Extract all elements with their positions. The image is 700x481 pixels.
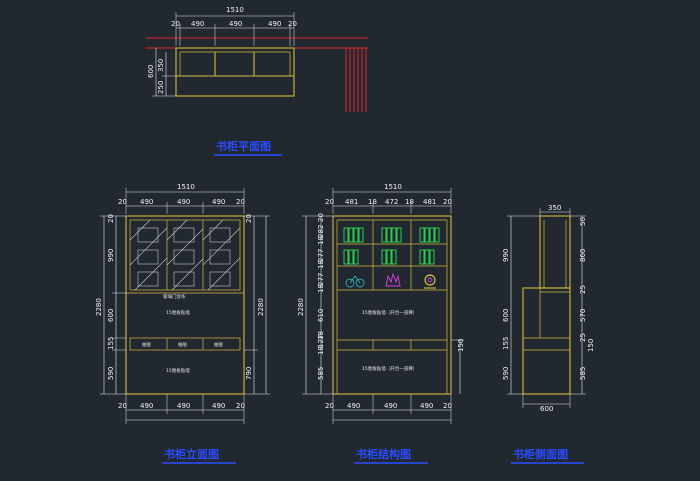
title-top-plan: 书柜平面图 (216, 139, 271, 153)
dim-text: 282 (317, 225, 325, 238)
dim-text: 155 (107, 337, 115, 350)
dim-text: 2280 (297, 298, 305, 316)
dim-text: 20 (236, 402, 245, 410)
dim-text: 790 (245, 367, 253, 380)
glass-hatch (129, 219, 241, 291)
dim-text: 20 (443, 402, 452, 410)
dim-text: 585 (579, 367, 587, 380)
dim-text: 490 (140, 402, 153, 410)
note-text: 15厘板贴墙（开合一道撑） (362, 309, 417, 316)
cabinet-structure-outline (332, 215, 452, 395)
dim-text: 20 (245, 214, 253, 223)
dim-text: 1510 (384, 183, 402, 191)
dim-text: 18 (317, 260, 325, 269)
plant-icon (424, 274, 436, 289)
dim-text: 20 (325, 198, 334, 206)
books-icon (137, 227, 231, 287)
dim-text: 20 (288, 20, 297, 28)
cabinet-plan-outline (175, 47, 295, 97)
structure-view: 15厘板贴墙（开合一道撑） 15厘板贴墙（开合一道撑） 1510 20 481 … (297, 183, 465, 464)
dim-text: 18 (368, 198, 377, 206)
dim-text: 20 (443, 198, 452, 206)
side-view: 350 600 990 600 155 590 50 860 25 570 25… (502, 204, 595, 464)
dim-text: 860 (579, 249, 587, 262)
title-side: 书柜侧面图 (513, 447, 568, 461)
note-text: 抽屉 (142, 341, 151, 348)
dim-text: 490 (191, 20, 204, 28)
dim-text: 350 (548, 204, 561, 212)
dim-text: 990 (107, 249, 115, 262)
dim-text: 150 (457, 339, 465, 352)
dim-text: 25 (579, 333, 587, 342)
title-structure: 书柜结构图 (356, 447, 411, 461)
dim-text: 1510 (177, 183, 195, 191)
dim-text: 600 (107, 309, 115, 322)
note-text: 抽屉 (214, 341, 223, 348)
dim-text: 472 (385, 198, 398, 206)
dim-text: 585 (317, 367, 325, 380)
dim-text: 250 (157, 81, 165, 94)
dim-text: 20 (118, 402, 127, 410)
dim-text: 50 (579, 217, 587, 226)
dim-text: 2280 (95, 298, 103, 316)
dim-text: 990 (502, 249, 510, 262)
dim-text: 18 (317, 236, 325, 245)
drawer-row (129, 337, 241, 351)
dim-text: 490 (212, 402, 225, 410)
dim-text: 490 (384, 402, 397, 410)
dim-text: 25 (579, 285, 587, 294)
top-plan-view: 1510 20 490 490 490 20 600 350 250 书柜平面图 (146, 6, 368, 156)
dim-text: 20 (171, 20, 180, 28)
dim-text: 18 (317, 284, 325, 293)
dim-text: 590 (107, 367, 115, 380)
dim-text: 600 (540, 405, 553, 413)
dim-text: 20 (107, 214, 115, 223)
books-icon (343, 227, 440, 265)
dim-text: 20 (325, 402, 334, 410)
dim-text: 490 (420, 402, 433, 410)
dim-text: 150 (587, 339, 595, 352)
dim-text: 350 (157, 59, 165, 72)
dim-text: 18 (317, 346, 325, 355)
bicycle-icon (345, 275, 365, 288)
dim-text: 1510 (226, 6, 244, 14)
note-text: 抽屉 (178, 341, 187, 348)
dim-text: 600 (502, 309, 510, 322)
dim-text: 2280 (257, 298, 265, 316)
dim-text: 600 (147, 65, 155, 78)
dim-text: 490 (229, 20, 242, 28)
note-text: 玻璃门含条 (163, 293, 186, 300)
dim-text: 490 (177, 198, 190, 206)
dim-text: 155 (502, 337, 510, 350)
note-text: 15厘板贴墙 (166, 309, 190, 316)
side-lower-body (522, 287, 571, 395)
dim-text: 20 (317, 213, 325, 222)
dim-text: 570 (579, 309, 587, 322)
dim-text: 610 (317, 309, 325, 322)
vase-icon (385, 272, 401, 287)
dim-text: 590 (502, 367, 510, 380)
dim-text: 481 (345, 198, 358, 206)
dim-text: 18 (317, 331, 325, 340)
dim-text: 490 (347, 402, 360, 410)
dim-text: 20 (118, 198, 127, 206)
dim-text: 490 (268, 20, 281, 28)
front-elevation-view: 玻璃门含条 15厘板贴墙 抽屉 抽屉 抽屉 15厘板贴墙 1510 20 490… (95, 183, 270, 464)
dim-text: 127 (317, 335, 325, 348)
dim-text: 277 (317, 273, 325, 286)
dim-text: 490 (140, 198, 153, 206)
cabinet-front-outline (125, 215, 245, 395)
dim-text: 277 (317, 249, 325, 262)
dim-text: 481 (423, 198, 436, 206)
side-upper-body (539, 215, 571, 289)
dim-text: 18 (405, 198, 414, 206)
dim-text: 20 (236, 198, 245, 206)
glass-door-frame (129, 219, 241, 291)
dim-text: 490 (212, 198, 225, 206)
note-text: 15厘板贴墙 (166, 367, 190, 374)
dim-text: 490 (177, 402, 190, 410)
note-text: 15厘板贴墙（开合一道撑） (362, 365, 417, 372)
title-front: 书柜立面图 (164, 447, 219, 461)
